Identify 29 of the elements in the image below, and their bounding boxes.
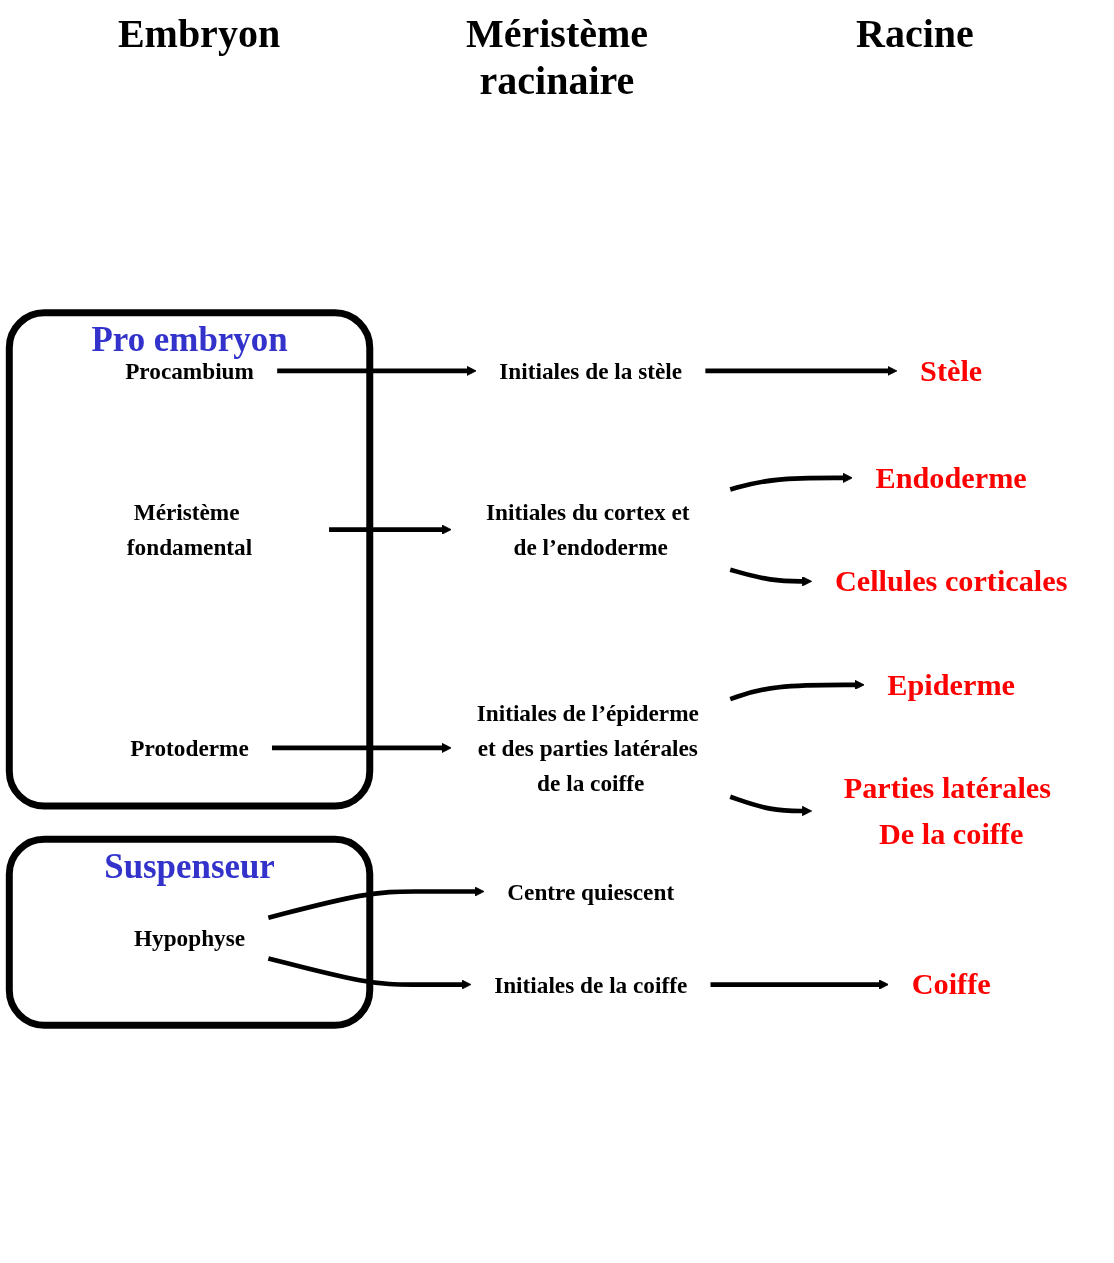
- arrow: [729, 679, 865, 702]
- node-text: Epiderme: [887, 667, 1015, 702]
- arrow: [729, 567, 813, 587]
- node-text: Initiales de la coiffe: [494, 971, 688, 998]
- node-text: Initiales du cortex et de l’endoderme: [486, 499, 690, 560]
- node-text: Endoderme: [875, 461, 1027, 495]
- column-header: Racine: [855, 10, 975, 58]
- node-text: Coiffe: [911, 967, 991, 1002]
- node-text: Méristème fondamental: [126, 499, 253, 560]
- column-header: Méristème racinaire: [464, 10, 650, 104]
- node-text: Procambium: [125, 358, 254, 384]
- arrow: [329, 524, 452, 535]
- arrow: [277, 365, 477, 376]
- arrow: [272, 742, 452, 754]
- arrow: [705, 365, 898, 376]
- column-header: Embryon: [116, 10, 282, 58]
- arrow: [729, 472, 853, 492]
- node-text: Parties latérales De la coiffe: [843, 771, 1052, 851]
- arrow: [729, 794, 813, 817]
- node-text: Cellules corticales: [834, 564, 1068, 599]
- node-text: Initiales de la stèle: [499, 358, 683, 384]
- node-text: Centre quiescent: [507, 878, 675, 905]
- arrow: [710, 979, 889, 990]
- node-text: Protoderme: [130, 735, 249, 761]
- node-text: Stèle: [920, 354, 983, 388]
- arrow: [267, 956, 472, 990]
- arrow: [267, 886, 485, 920]
- node-text: Initiales de l’épiderme et des parties latérales de la coiffe: [476, 700, 699, 796]
- node-text: Hypophyse: [133, 925, 246, 951]
